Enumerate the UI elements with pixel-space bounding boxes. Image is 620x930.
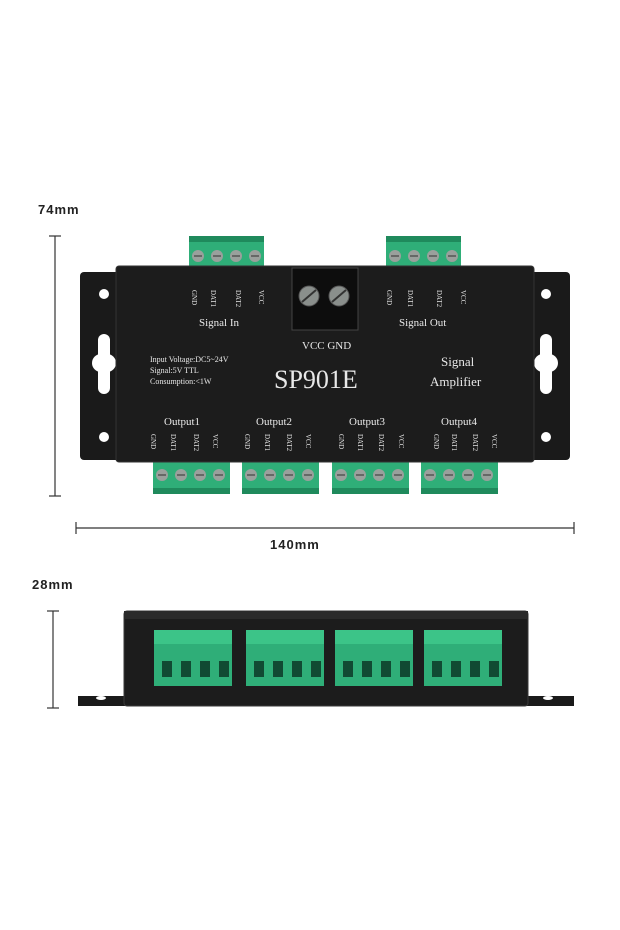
svg-text:VCC: VCC — [304, 434, 312, 449]
output1-terminal-block — [153, 462, 230, 494]
svg-text:VCC: VCC — [257, 290, 265, 305]
side-terminal-block-1 — [154, 630, 232, 686]
device-case-top-view — [115, 265, 535, 463]
signal-in-pin-labels: GND DAT1 DAT2 VCC — [190, 290, 265, 308]
svg-text:DAT1: DAT1 — [356, 434, 364, 452]
svg-text:VCC: VCC — [397, 434, 405, 449]
svg-text:DAT2: DAT2 — [435, 290, 443, 308]
power-screw-terminal — [291, 267, 359, 331]
signal-in-terminal-block — [189, 236, 264, 268]
output2-label: Output2 — [256, 416, 292, 428]
svg-text:DAT1: DAT1 — [169, 434, 177, 452]
output2-pin-labels: GND DAT1 DAT2 VCC — [243, 434, 312, 452]
side-view-flange-right — [522, 696, 574, 706]
signal-out-pin-labels: GND DAT1 DAT2 VCC — [385, 290, 467, 308]
side-height-dimension-label: 28mm — [32, 577, 74, 592]
svg-text:VCC: VCC — [459, 290, 467, 305]
height-dimension-line — [49, 235, 61, 497]
model-name: SP901E — [274, 365, 358, 394]
svg-text:GND: GND — [337, 434, 345, 449]
svg-text:DAT2: DAT2 — [377, 434, 385, 452]
output4-terminal-block — [421, 462, 498, 494]
svg-text:DAT1: DAT1 — [209, 290, 217, 308]
side-terminal-block-2 — [246, 630, 324, 686]
side-terminal-block-4 — [424, 630, 502, 686]
device-title-line1: Signal — [441, 354, 475, 369]
output3-label: Output3 — [349, 416, 386, 428]
height-dimension-label: 74mm — [38, 202, 80, 217]
svg-text:DAT2: DAT2 — [285, 434, 293, 452]
side-terminal-block-3 — [335, 630, 413, 686]
svg-text:VCC: VCC — [211, 434, 219, 449]
device-title-line2: Amplifier — [430, 374, 482, 389]
svg-text:DAT1: DAT1 — [406, 290, 414, 308]
power-terminal-label: VCC GND — [302, 340, 351, 352]
side-view-top-edge — [124, 611, 528, 619]
svg-text:GND: GND — [385, 290, 393, 305]
output3-pin-labels: GND DAT1 DAT2 VCC — [337, 434, 405, 452]
spec-signal: Signal:5V TTL — [150, 366, 199, 375]
spec-consumption: Consumption:<1W — [150, 377, 212, 386]
svg-text:DAT2: DAT2 — [192, 434, 200, 452]
width-dimension-line — [75, 522, 575, 534]
output2-terminal-block — [242, 462, 319, 494]
svg-text:DAT1: DAT1 — [263, 434, 271, 452]
width-dimension-label: 140mm — [270, 537, 320, 552]
output4-pin-labels: GND DAT1 DAT2 VCC — [432, 434, 498, 452]
svg-text:DAT1: DAT1 — [450, 434, 458, 452]
right-mounting-flange — [530, 272, 570, 460]
side-height-dimension-line — [47, 610, 59, 709]
spec-input-voltage: Input Voltage:DC5~24V — [150, 355, 229, 364]
output1-pin-labels: GND DAT1 DAT2 VCC — [149, 434, 219, 452]
svg-text:GND: GND — [243, 434, 251, 449]
svg-text:GND: GND — [149, 434, 157, 449]
svg-text:VCC: VCC — [490, 434, 498, 449]
signal-out-terminal-block — [386, 236, 461, 268]
output4-label: Output4 — [441, 416, 478, 428]
signal-in-label: Signal In — [199, 317, 240, 329]
svg-text:GND: GND — [190, 290, 198, 305]
svg-text:DAT2: DAT2 — [471, 434, 479, 452]
signal-out-label: Signal Out — [399, 317, 446, 329]
left-mounting-flange — [80, 272, 120, 460]
svg-text:DAT2: DAT2 — [234, 290, 242, 308]
side-view-flange-left — [78, 696, 130, 706]
output3-terminal-block — [332, 462, 409, 494]
svg-text:GND: GND — [432, 434, 440, 449]
output1-label: Output1 — [164, 416, 200, 428]
